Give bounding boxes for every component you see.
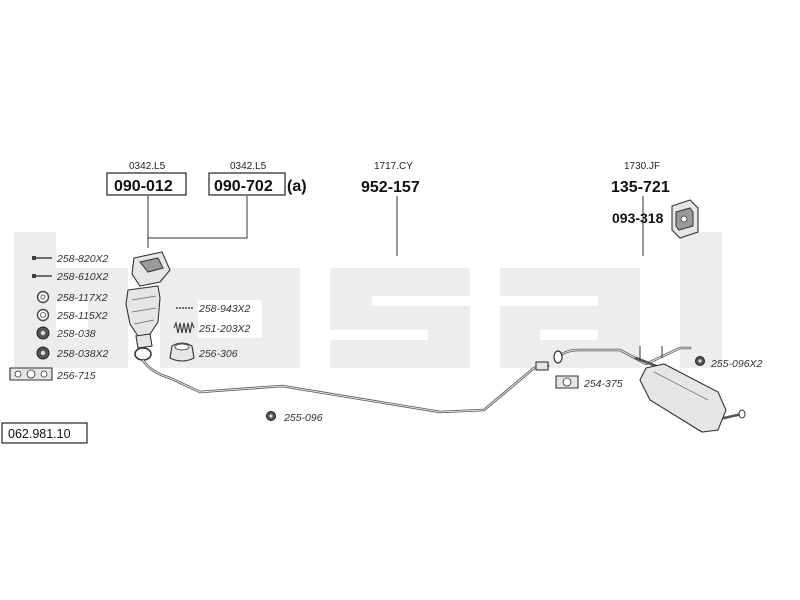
cat-2-suffix: (a) — [287, 178, 307, 195]
gasket-icon — [9, 367, 53, 381]
bolt-icon-2 — [32, 274, 52, 278]
cat-1-box — [106, 172, 187, 196]
watermark-logo — [14, 232, 722, 368]
cat-2-number: 090-702 — [214, 178, 273, 195]
rear-silencer-label: 1730.JF 135-721 — [611, 161, 670, 196]
rear-silencer-number: 135-721 — [611, 179, 670, 196]
mounting-kit-icon — [671, 199, 699, 239]
watermark-letter-l — [680, 232, 722, 368]
part-256-715: 256-715 — [56, 370, 96, 382]
cat-2-box — [208, 172, 286, 196]
diagram-number: 062.981.10 — [8, 427, 71, 441]
rear-silencer-icon — [553, 346, 746, 433]
middle-pipe-icon — [141, 358, 550, 414]
clamp-icon — [555, 375, 579, 389]
part-258-820x2: 258-820X2 — [56, 253, 109, 265]
rear-silencer-code: 1730.JF — [624, 161, 660, 172]
spring-icon — [173, 320, 195, 334]
cat-2-code: 0342.L5 — [230, 161, 267, 172]
part-254-375: 254-375 — [583, 378, 623, 390]
watermark-letter-s — [330, 268, 470, 368]
mounting-kit-number: 093-318 — [612, 210, 664, 226]
flange-ring-icon — [134, 347, 152, 361]
mounting-kit-label: 093-318 — [612, 210, 664, 226]
watermark-letter-a — [500, 268, 640, 368]
washer-icon-1 — [36, 290, 50, 304]
part-251-203x2: 251-203X2 — [198, 323, 251, 335]
cat-1-code: 0342.L5 — [129, 161, 166, 172]
part-258-038: 258-038 — [56, 328, 96, 340]
bolt-icon-1 — [32, 256, 52, 260]
part-255-096x2: 255-096X2 — [710, 358, 763, 370]
gasket-ring-icon — [169, 342, 195, 362]
part-258-610x2: 258-610X2 — [56, 271, 109, 283]
part-256-306: 256-306 — [198, 348, 238, 360]
cat-2-label: 0342.L5 090-702 (a) — [208, 161, 307, 196]
watermark-letter-o — [160, 268, 300, 368]
middle-pipe-code: 1717.CY — [374, 161, 413, 172]
part-258-115x2: 258-115X2 — [56, 310, 108, 322]
catalytic-converter-icon — [125, 251, 171, 349]
leader-cat-2 — [148, 196, 248, 239]
part-258-943x2: 258-943X2 — [198, 303, 251, 315]
hanger-icon-1 — [266, 411, 276, 421]
hanger-icon-2 — [695, 356, 705, 366]
middle-pipe-label: 1717.CY 952-157 — [361, 161, 420, 196]
washer-icon-2 — [36, 308, 50, 322]
cat-1-label: 0342.L5 090-012 — [106, 161, 187, 196]
cat-1-number: 090-012 — [114, 178, 173, 195]
part-258-117x2: 258-117X2 — [56, 292, 108, 304]
nut-icon-2 — [36, 346, 50, 360]
middle-pipe-number: 952-157 — [361, 179, 420, 196]
diagram-number-label: 062.981.10 — [1, 422, 88, 444]
part-255-096: 255-096 — [283, 412, 323, 424]
nut-icon-1 — [36, 326, 50, 340]
diagram-number-box — [1, 422, 88, 444]
part-258-038x2: 258-038X2 — [56, 348, 109, 360]
leader-lines — [147, 196, 644, 256]
